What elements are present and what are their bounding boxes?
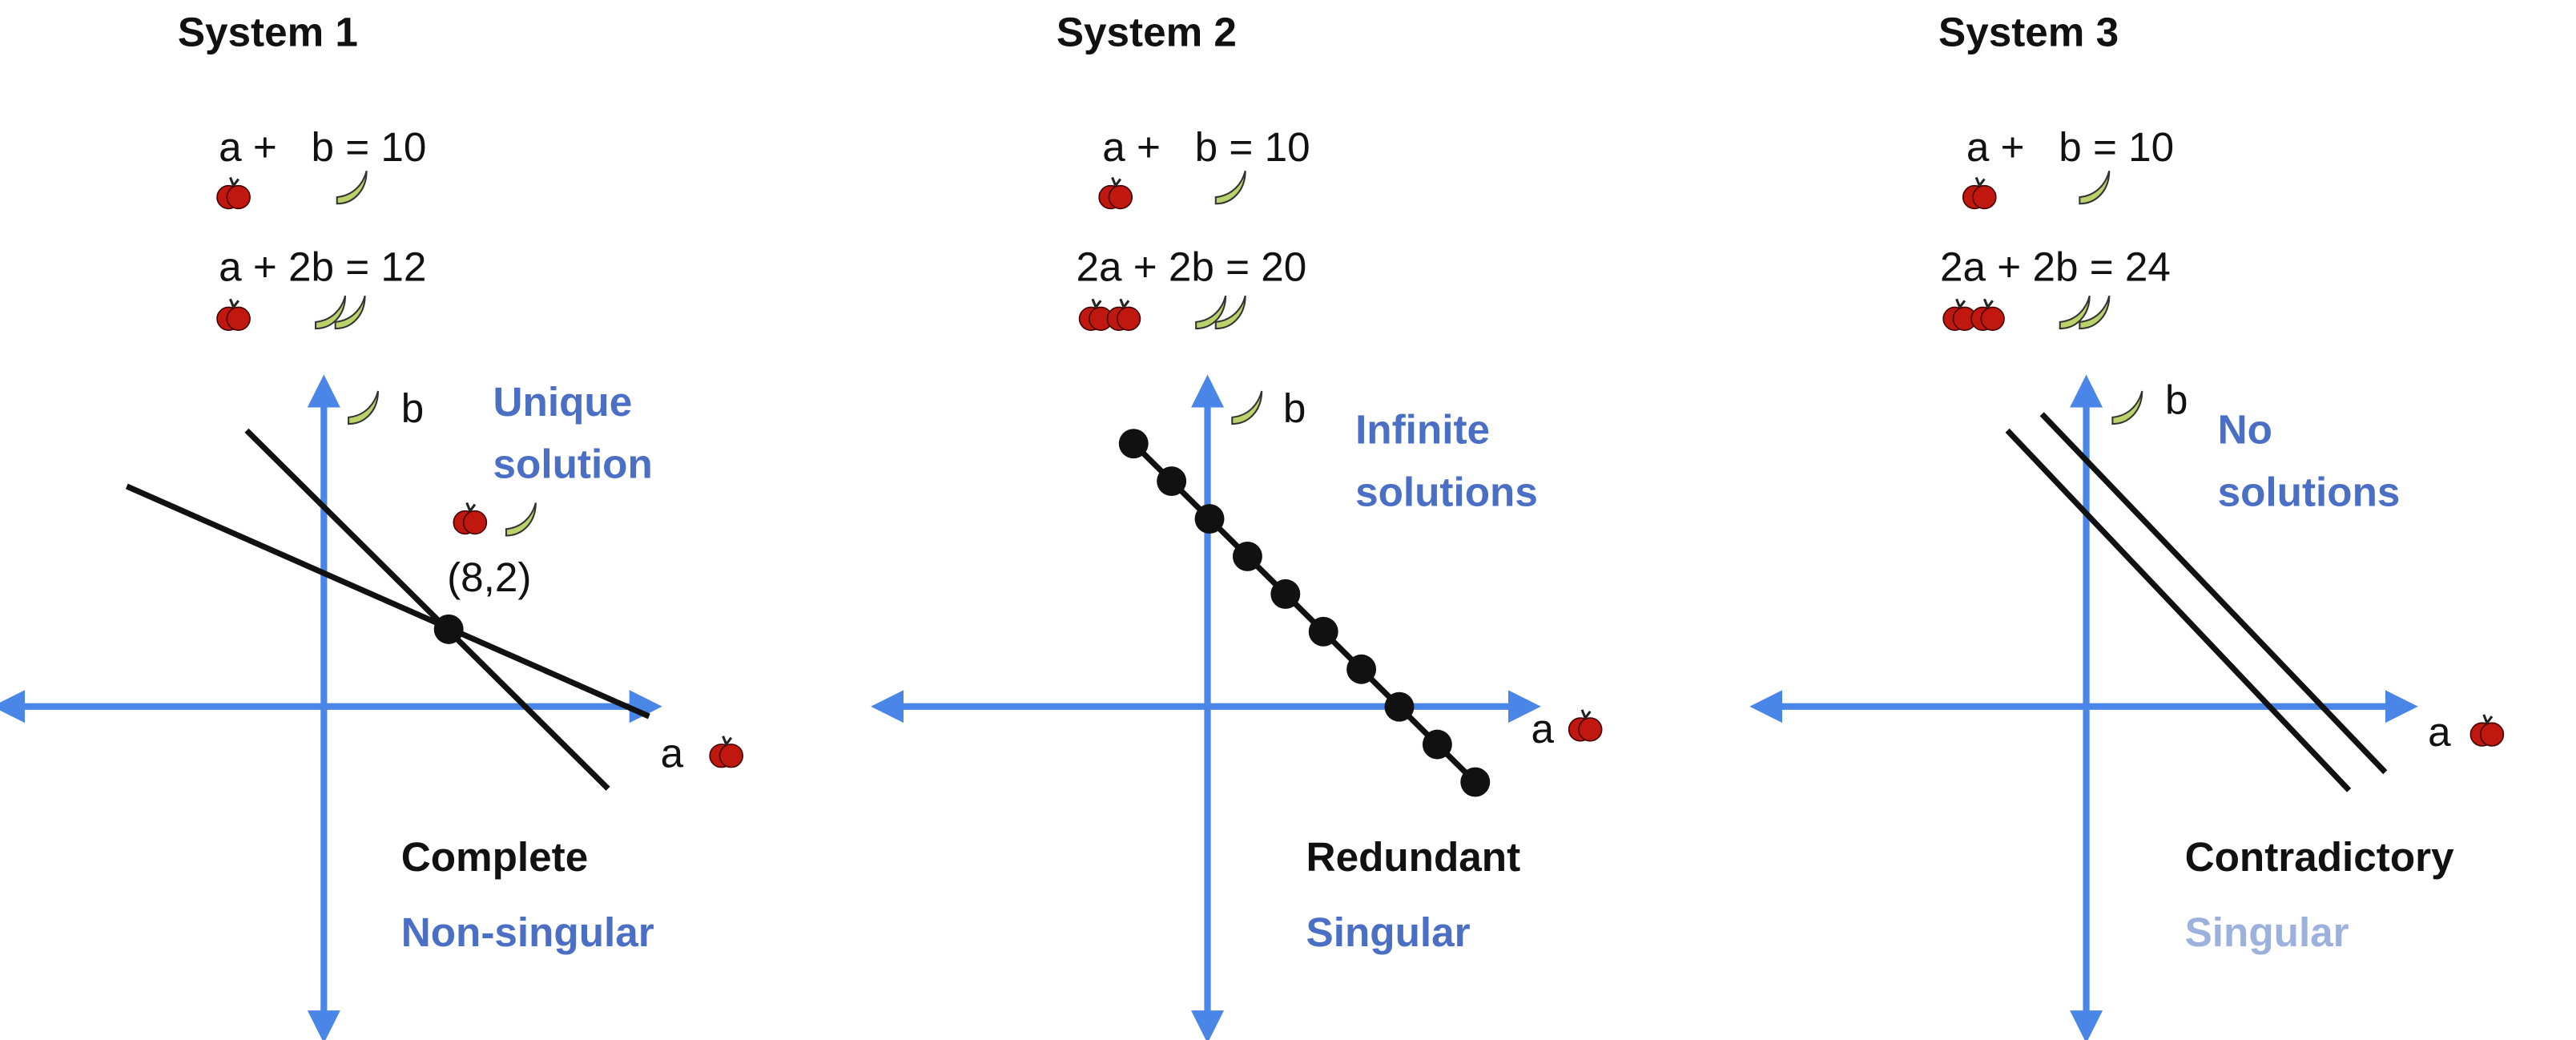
line-eq-2	[2039, 412, 2388, 775]
banana-icon	[505, 502, 537, 537]
line-eq-1	[244, 428, 610, 791]
line-eq-2	[125, 483, 650, 720]
banana-icon	[1231, 390, 1263, 425]
banana-icon	[348, 390, 380, 425]
system-title: System 1	[178, 9, 358, 54]
solution-dots	[1118, 429, 1491, 797]
solution-dot	[1232, 541, 1262, 571]
equation-2: 2a + 2b = 20	[1076, 244, 1306, 290]
classification: Complete	[401, 834, 589, 880]
solution-dot	[1346, 654, 1377, 684]
solution-dot	[1194, 504, 1225, 534]
solution-label-line-1: Unique	[493, 379, 633, 425]
system-title: System 2	[1057, 9, 1237, 54]
solution-dot	[1118, 429, 1149, 459]
point-label: (8,2)	[447, 554, 531, 600]
system-2: System 2 a + b = 10 2a + 2b = 20 b a Inf…	[871, 9, 1604, 1040]
b-axis-label: b	[1283, 385, 1306, 431]
solution-dot	[1157, 466, 1187, 497]
banana-icon	[336, 170, 368, 205]
apple-icon	[215, 297, 252, 332]
apple-icon	[1942, 297, 1978, 332]
system-title: System 3	[1938, 9, 2119, 54]
apple-icon	[2469, 713, 2505, 748]
equation-1: a + b = 10	[1102, 124, 1310, 170]
a-axis-label: a	[1531, 706, 1554, 752]
solution-dot	[1270, 578, 1301, 609]
b-axis-label: b	[2165, 377, 2188, 423]
apple-icon	[1962, 175, 1998, 210]
equation-1: a + b = 10	[219, 124, 426, 170]
system-1: System 1 a + b = 10 a + 2b = 12 b a (8,2…	[0, 9, 744, 1040]
equation-1: a + b = 10	[1966, 124, 2174, 170]
singularity: Non-singular	[401, 909, 654, 955]
solution-label-line-2: solution	[493, 441, 653, 487]
solution-label-line-1: No	[2218, 407, 2272, 453]
solution-dot	[1308, 616, 1338, 647]
apple-icon	[1970, 297, 2006, 332]
apple-icon	[215, 175, 252, 210]
apple-icon	[708, 735, 744, 769]
singularity: Singular	[2185, 909, 2349, 955]
solution-dot	[1384, 691, 1415, 722]
a-axis-label: a	[2428, 709, 2451, 755]
intersection-point	[433, 614, 464, 644]
a-axis-label: a	[661, 731, 684, 776]
banana-icon	[2079, 170, 2111, 205]
apple-icon	[1105, 297, 1141, 332]
apple-icon	[1568, 708, 1604, 743]
b-axis-label: b	[401, 385, 425, 431]
classification: Redundant	[1306, 834, 1521, 880]
solution-label-line-2: solutions	[2218, 470, 2401, 515]
solution-dot	[1422, 729, 1452, 760]
solution-dot	[1460, 767, 1491, 797]
equation-2: 2a + 2b = 24	[1940, 244, 2171, 290]
apple-icon	[452, 501, 488, 535]
system-3: System 3 a + b = 10 2a + 2b = 24 b a No …	[1749, 9, 2505, 1040]
solution-label-line-1: Infinite	[1355, 407, 1490, 453]
line-eq-1	[2005, 428, 2352, 792]
apple-icon	[1078, 297, 1114, 332]
banana-icon	[2111, 390, 2143, 425]
banana-icon	[1214, 170, 1246, 205]
classification: Contradictory	[2185, 834, 2455, 880]
equation-2: a + 2b = 12	[219, 244, 426, 290]
solution-label-line-2: solutions	[1355, 470, 1538, 515]
overlapping-lines	[1131, 441, 1478, 784]
apple-icon	[1097, 175, 1133, 210]
singularity: Singular	[1306, 909, 1471, 955]
